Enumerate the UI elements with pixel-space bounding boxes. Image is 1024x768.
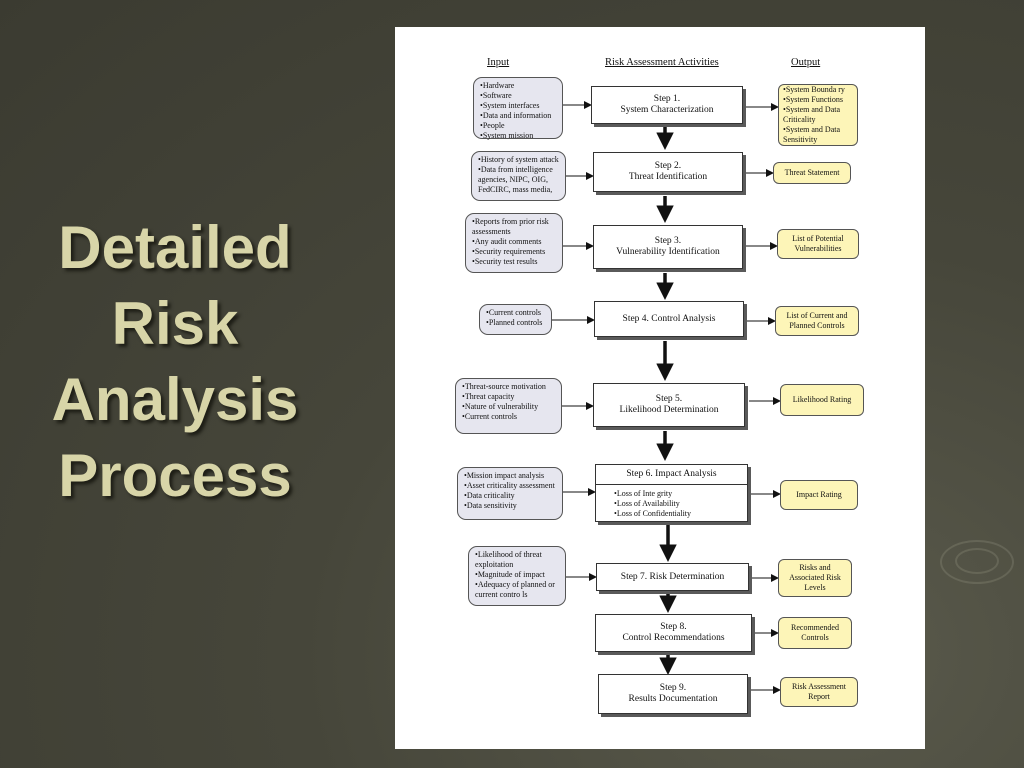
step-number: Step 1. (653, 94, 681, 104)
step4-output-box: List of Current and Planned Controls (775, 306, 859, 336)
input-item: Software (480, 91, 558, 101)
step7-box: Step 7. Risk Determination (596, 563, 749, 591)
step1-output-box: System Bounda ry System Functions System… (778, 84, 858, 146)
horizontal-arrows (552, 101, 781, 694)
title-line: Process (58, 442, 292, 509)
slide-title: Detailed Risk Analysis Process (20, 210, 330, 514)
ripple-decoration (940, 540, 1014, 584)
step2-box: Step 2. Threat Identification (593, 152, 743, 192)
output-column-header: Output (791, 57, 821, 68)
step-number: Step 5. (655, 394, 683, 404)
step9-output-box: Risk Assessment Report (780, 677, 858, 707)
step-name: Step 7. Risk Determination (620, 571, 725, 582)
sub-item: Loss of Confidentiality (614, 509, 747, 519)
input-item: System interfaces (480, 101, 558, 111)
input-item: Nature of vulnerability (462, 402, 557, 412)
step-number: Step 2. (654, 161, 682, 171)
step-number: Step 8. (660, 622, 687, 632)
output-text: Threat Statement (784, 168, 840, 177)
input-item: Security test results (472, 257, 558, 267)
step5-input-box: Threat-source motivation Threat capacity… (455, 378, 562, 434)
step4-input-box: Current controls Planned controls (479, 304, 552, 335)
step5-output-box: Likelihood Rating (780, 384, 864, 416)
input-item: Magnitude of impact (475, 570, 561, 580)
step6-input-box: Mission impact analysis Asset criticalit… (457, 467, 563, 520)
input-item: Asset criticality assessment (464, 481, 558, 491)
input-item: Threat capacity (462, 392, 557, 402)
input-item: Planned controls (486, 318, 547, 328)
title-line: Detailed (58, 214, 292, 281)
input-item: Current controls (486, 308, 547, 318)
connector-layer (552, 101, 781, 694)
step5-box: Step 5. Likelihood Determination (593, 383, 745, 427)
flowchart-page: Input Risk Assessment Activities Output … (395, 27, 925, 749)
input-item: Mission impact analysis (464, 471, 558, 481)
step8-box: Step 8. Control Recommendations (595, 614, 752, 652)
step-name: Step 4. Control Analysis (622, 313, 716, 324)
step-number: Step 3. (654, 236, 682, 246)
step6-output-box: Impact Rating (780, 480, 858, 510)
input-item: Security requirements (472, 247, 558, 257)
input-item: Data sensitivity (464, 501, 558, 511)
input-item: Hardware (480, 81, 558, 91)
step-number: Step 9. (659, 683, 687, 693)
activities-column-header: Risk Assessment Activities (605, 57, 719, 68)
input-item: Reports from prior risk assessments (472, 217, 558, 237)
title-line: Risk (111, 290, 239, 357)
ripple-decoration (955, 548, 999, 574)
step4-box: Step 4. Control Analysis (594, 301, 744, 337)
output-text: Risk Assessment Report (791, 682, 846, 701)
input-item: Data from intelligence agencies, NIPC, O… (478, 165, 561, 195)
output-item: System Bounda ry (783, 85, 853, 95)
output-text: List of Potential Vulnerabilities (792, 234, 844, 253)
step-name: Results Documentation (628, 694, 718, 704)
title-line: Analysis (51, 366, 299, 433)
output-text: List of Current and Planned Controls (786, 311, 848, 330)
step-name: Likelihood Determination (619, 405, 719, 415)
output-item: System Functions (783, 95, 853, 105)
step1-input-box: Hardware Software System interfaces Data… (473, 77, 563, 141)
step7-output-box: Risks and Associated Risk Levels (778, 559, 852, 597)
step-name: Vulnerability Identification (616, 247, 720, 257)
step-name: Step 6. Impact Analysis (626, 469, 717, 479)
step3-input-box: Reports from prior risk assessments Any … (465, 213, 563, 273)
output-item: System and Data Sensitivity (783, 125, 853, 145)
step7-input-box: Likelihood of threat exploitation Magnit… (468, 546, 566, 606)
output-text: Risks and Associated Risk Levels (789, 563, 841, 592)
step8-output-box: Recommended Controls (778, 617, 852, 649)
output-text: Impact Rating (796, 490, 842, 499)
input-item: Any audit comments (472, 237, 558, 247)
input-item: Adequacy of planned or current contro ls (475, 580, 561, 600)
input-item: Likelihood of threat exploitation (475, 550, 561, 570)
step-name: System Characterization (620, 105, 714, 115)
step6-box: Step 6. Impact Analysis Loss of Inte gri… (595, 464, 748, 522)
input-column-header: Input (487, 57, 510, 68)
step-name: Control Recommendations (622, 633, 725, 643)
step3-box: Step 3. Vulnerability Identification (593, 225, 743, 269)
input-item: System mission (480, 131, 558, 141)
sub-item: Loss of Inte grity (614, 489, 747, 499)
step2-input-box: History of system attack Data from intel… (471, 151, 566, 201)
step6-sub-list: Loss of Inte grity Loss of Availability … (596, 484, 747, 519)
output-text: Likelihood Rating (792, 395, 852, 404)
input-item: Data and information (480, 111, 558, 121)
output-item: System and Data Criticality (783, 105, 853, 125)
step2-output-box: Threat Statement (773, 162, 851, 184)
step-name: Threat Identification (628, 172, 708, 182)
step1-box: Step 1. System Characterization (591, 86, 743, 124)
step9-box: Step 9. Results Documentation (598, 674, 748, 714)
output-text: Recommended Controls (791, 623, 839, 642)
input-item: Data criticality (464, 491, 558, 501)
input-item: History of system attack (478, 155, 561, 165)
input-item: Threat-source motivation (462, 382, 557, 392)
input-item: People (480, 121, 558, 131)
input-item: Current controls (462, 412, 557, 422)
sub-item: Loss of Availability (614, 499, 747, 509)
step3-output-box: List of Potential Vulnerabilities (777, 229, 859, 259)
vertical-arrows (656, 127, 677, 675)
